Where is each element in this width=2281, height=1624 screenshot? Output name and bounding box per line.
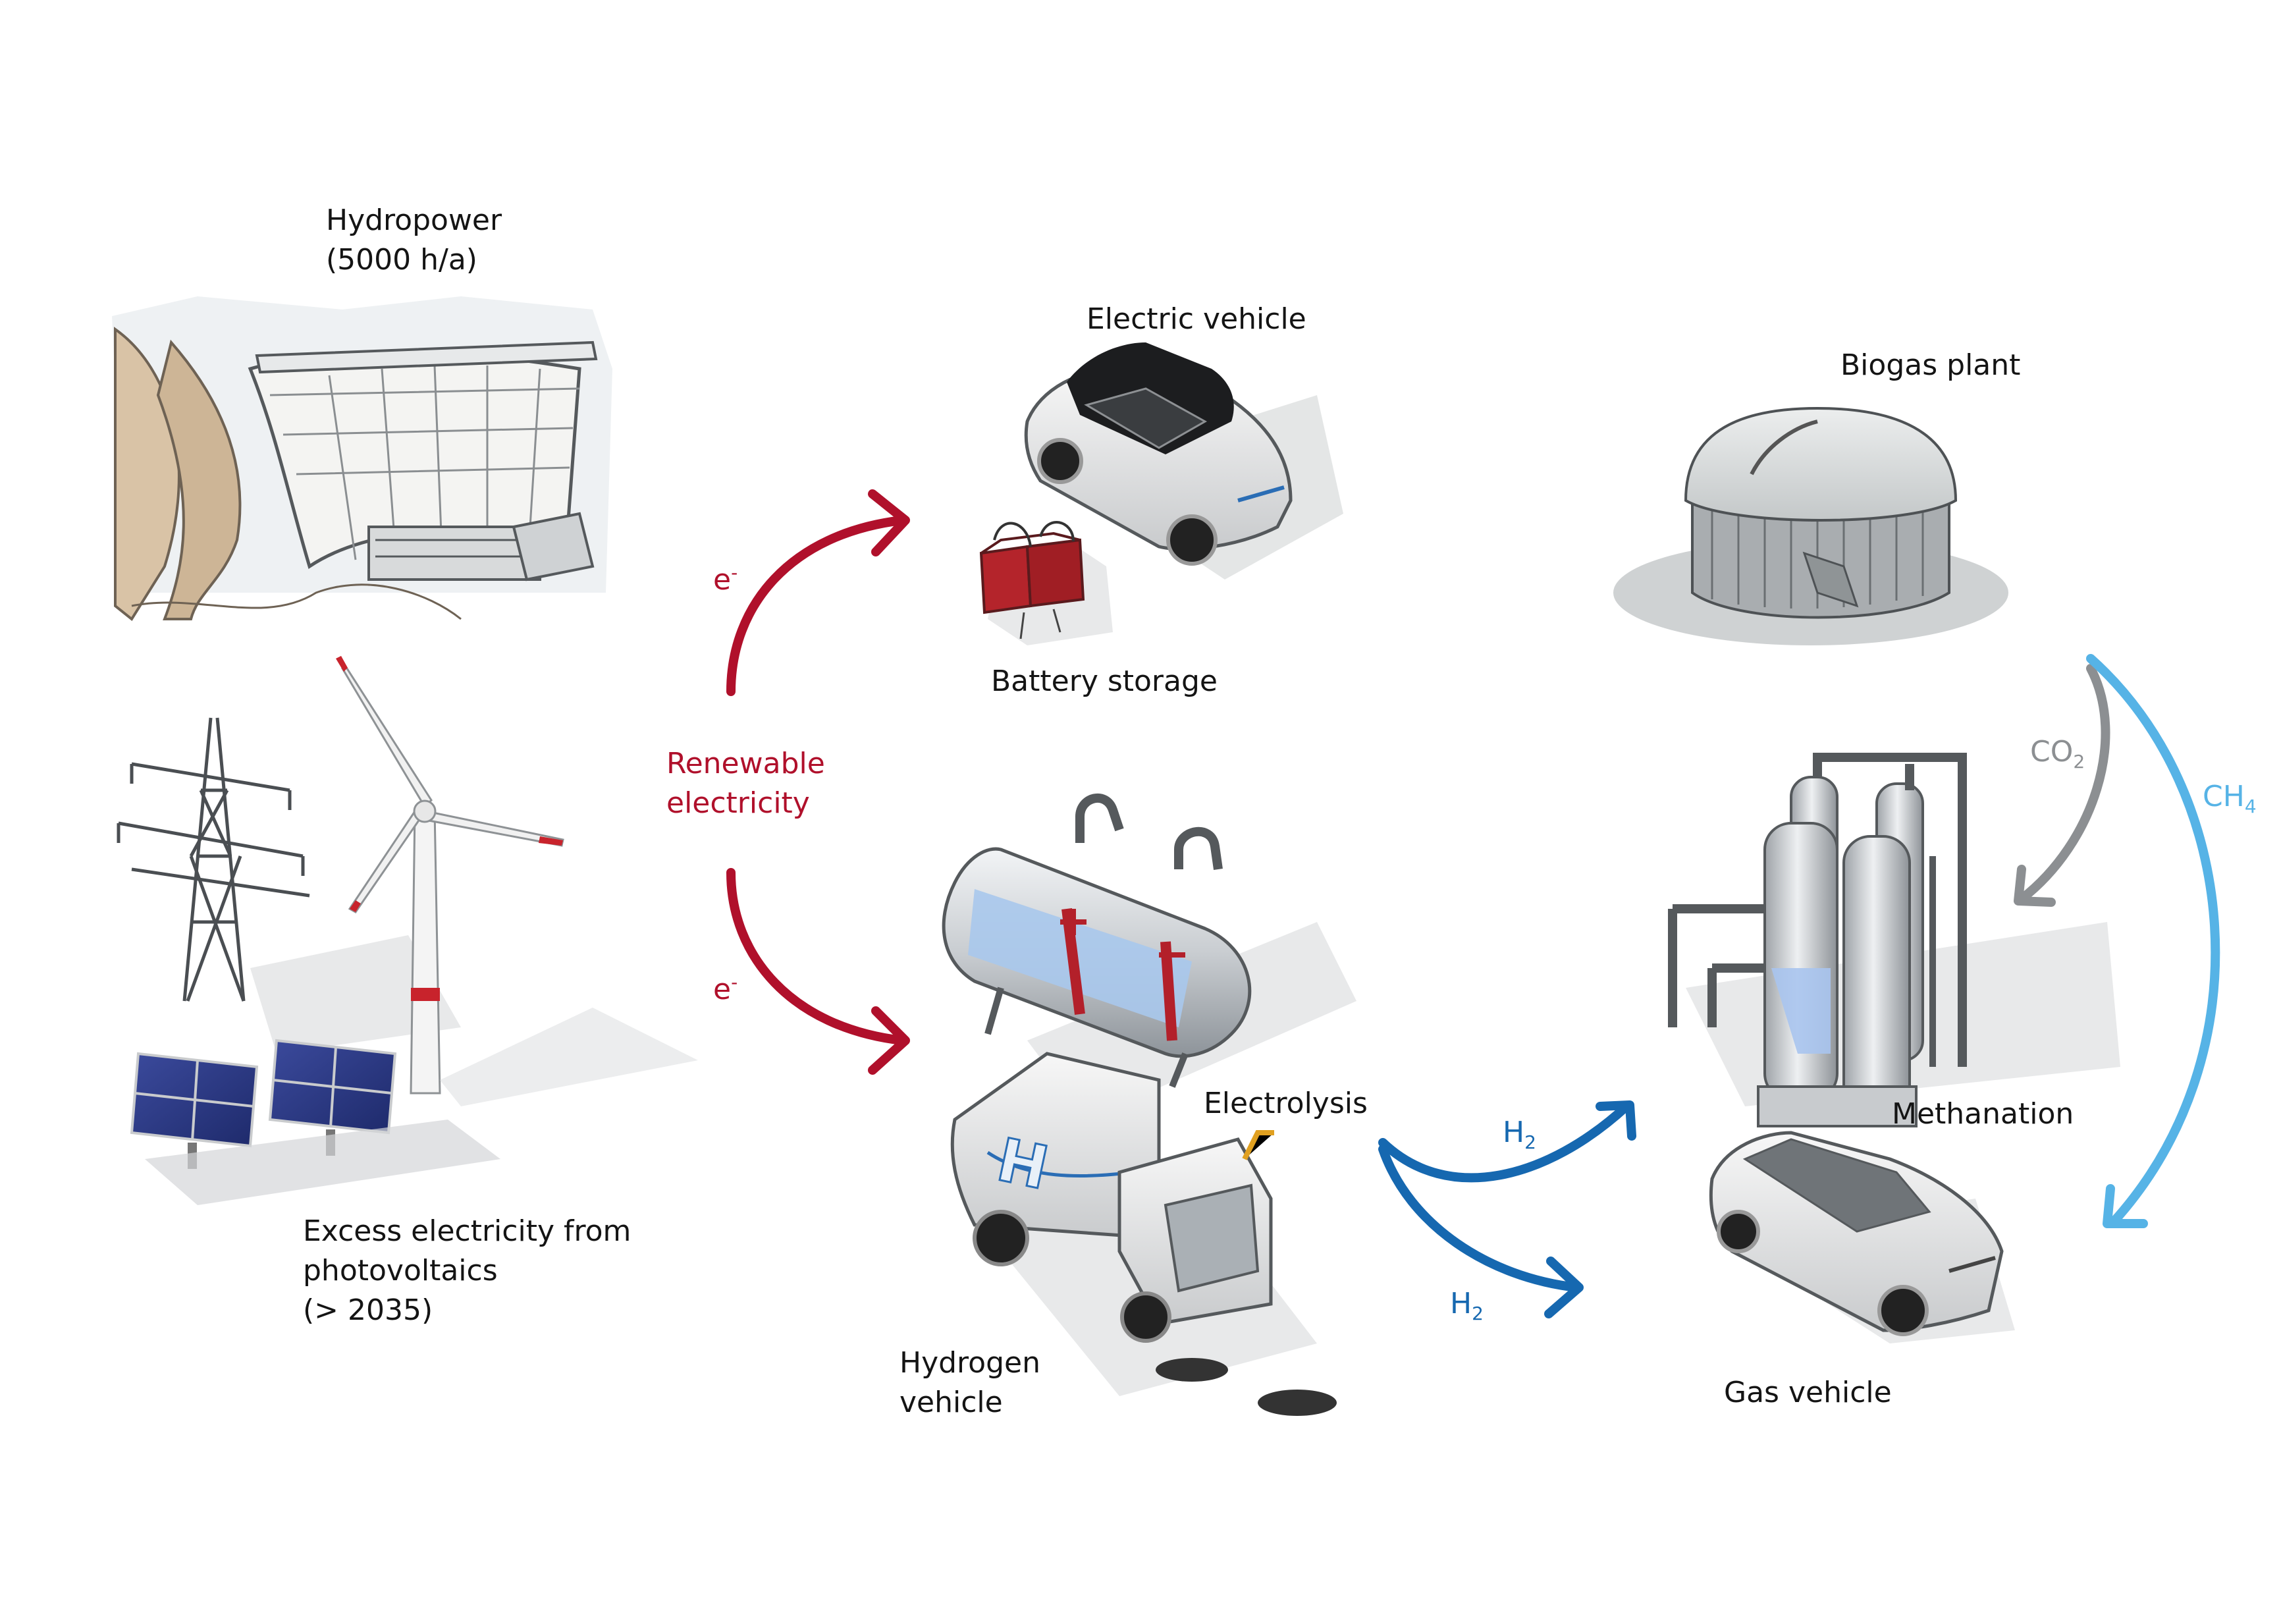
wind-turbine-icon	[336, 656, 698, 1106]
electricity-arrows	[726, 489, 910, 1075]
gas-vehicle-label: Gas vehicle	[1724, 1376, 1892, 1409]
electricity-arrowhead-upper	[868, 489, 910, 556]
biogas-plant-label: Biogas plant	[1840, 348, 2021, 382]
hydrogen-sweeper-icon: H	[950, 1052, 1337, 1416]
ch4-arrow	[2086, 654, 2220, 1228]
hydrogen-arrows	[1378, 1100, 1636, 1318]
solar-panel-icon	[130, 1039, 500, 1205]
electron-label-lower: e-	[713, 971, 738, 1006]
battery-icon	[979, 521, 1113, 645]
gas-car-icon	[1709, 1131, 2015, 1343]
co2-arrow	[2014, 664, 2110, 907]
ch4-label: CH4	[2203, 780, 2257, 817]
hydropower-label: Hydropower(5000 h/a)	[326, 203, 502, 277]
pylon-shadow	[250, 935, 461, 1054]
hydropower-dam-icon	[112, 296, 612, 621]
electrolysis-label: Electrolysis	[1204, 1087, 1368, 1120]
hydrogen-arrow-upper	[1378, 1102, 1631, 1183]
methanation-columns-icon	[1668, 753, 2120, 1127]
electric-vehicle-label: Electric vehicle	[1087, 302, 1306, 336]
electric-car-icon	[1024, 342, 1343, 580]
hydrogen-arrowhead-upper	[1596, 1100, 1636, 1141]
electron-label-upper: e-	[713, 562, 738, 597]
electrolyzer-tank-icon	[942, 794, 1356, 1120]
h2-label-lower: H2	[1450, 1287, 1484, 1324]
electricity-arrow-lower	[726, 868, 907, 1045]
hydrogen-arrow-lower	[1378, 1145, 1582, 1292]
biogas-dome-icon	[1613, 406, 2008, 645]
hydrogen-arrowhead-lower	[1544, 1257, 1584, 1318]
electricity-arrowhead-lower	[868, 1006, 910, 1075]
methanation-label: Methanation	[1892, 1097, 2074, 1131]
electricity-arrow-upper	[726, 516, 907, 696]
power-pylon-icon	[117, 717, 310, 1002]
battery-storage-label: Battery storage	[991, 664, 1218, 698]
co2-label: CO2	[2030, 735, 2085, 772]
h2-label-upper: H2	[1503, 1116, 1536, 1153]
